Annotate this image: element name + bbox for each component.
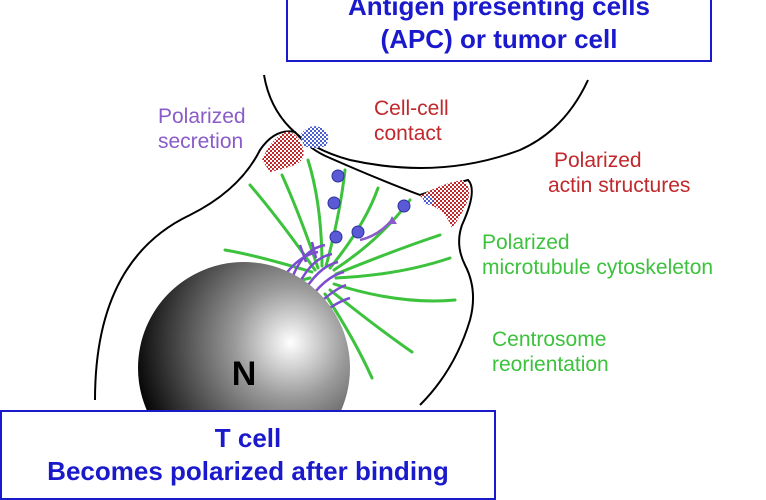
actin-structure-right [420,180,470,228]
apc-title-line2: (APC) or tumor cell [380,24,618,54]
label-polarized-microtubule: Polarized microtubule cytoskeleton [482,231,714,279]
label-cell-cell-contact: Cell-cell contact [374,97,449,145]
nucleus-label: N [232,355,257,393]
apc-cell-outline [263,74,589,169]
tcell-title-line1: T cell [214,423,282,453]
apc-title-box: Antigen presenting cells (APC) or tumor … [286,0,712,62]
actin-structure-left [262,131,304,172]
secretion-patch-right [423,195,433,205]
label-polarized-secretion: Polarized secretion [158,105,246,153]
label-polarized-actin: Polarized actin structures [548,149,691,197]
vesicles [327,169,411,244]
label-centrosome-reorientation: Centrosome reorientation [492,328,609,376]
apc-title-line1: Antigen presenting cells [348,0,650,21]
tcell-title-box: T cell Becomes polarized after binding [0,410,496,500]
tcell-title-line2: Becomes polarized after binding [47,456,449,486]
t-cell-outline [94,130,475,406]
secretion-patch-contact [300,126,329,148]
